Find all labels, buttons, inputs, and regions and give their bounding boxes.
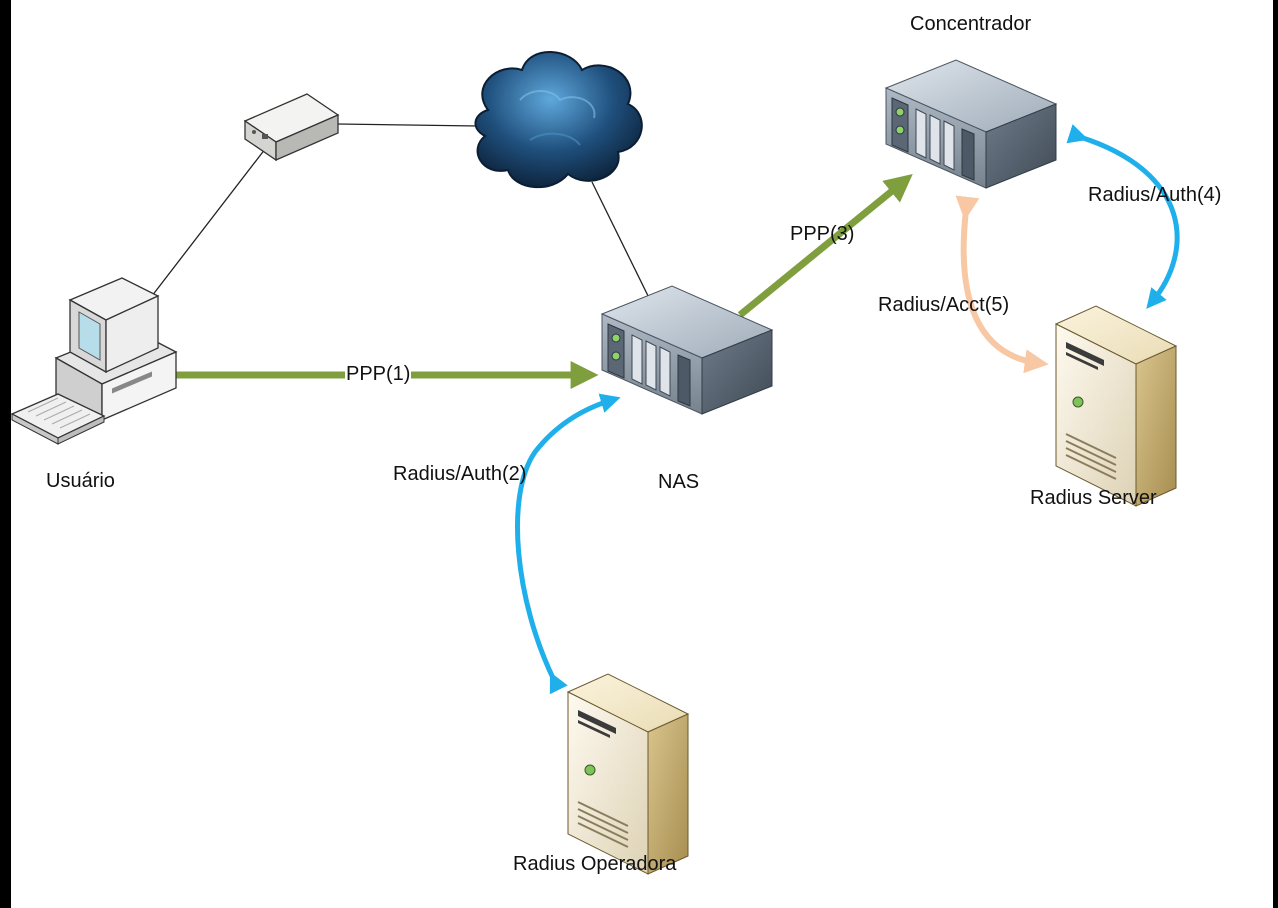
label-ppp1: PPP(1): [345, 363, 412, 385]
label-radius-operator: Radius Operadora: [513, 853, 677, 875]
label-ppp3: PPP(3): [790, 223, 855, 245]
desktop-computer-icon: [10, 277, 178, 445]
link-cloud-nas: [591, 181, 655, 309]
arrow-acct5: [955, 195, 1049, 374]
label-acct5: Radius/Acct(5): [878, 294, 1010, 316]
label-user: Usuário: [46, 470, 115, 492]
label-radius-server: Radius Server: [1030, 487, 1157, 509]
radius-operator-tower-icon: [567, 673, 689, 875]
modem-icon: [243, 93, 340, 162]
label-concentrator: Concentrador: [910, 13, 1032, 35]
link-modem-cloud: [337, 123, 479, 127]
radius-server-tower-icon: [1055, 305, 1177, 507]
label-auth4: Radius/Auth(4): [1088, 184, 1222, 206]
link-user-modem: [144, 139, 273, 306]
label-auth2: Radius/Auth(2): [393, 463, 527, 485]
arrow-auth4: [1066, 124, 1180, 309]
label-nas: NAS: [658, 471, 700, 493]
concentrator-rack-server-icon: [885, 59, 1057, 189]
cloud-icon: [474, 51, 643, 188]
arrow-ppp3: [737, 174, 913, 318]
arrow-auth2: [515, 393, 621, 695]
